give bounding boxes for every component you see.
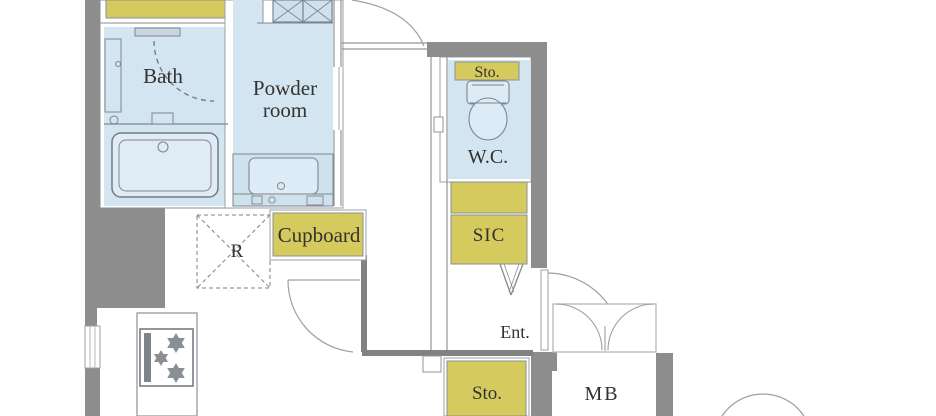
bathtub-faucet <box>157 141 169 153</box>
bath-control-knob <box>115 61 121 67</box>
round-column <box>721 393 805 416</box>
sic-folding-door <box>499 263 524 296</box>
vanity-faucet <box>277 182 285 190</box>
burner-mid-b <box>154 354 168 366</box>
hallway-door-arc <box>351 0 425 47</box>
powder-room-fixtures <box>232 0 334 207</box>
meter-box-label: MB <box>584 383 619 405</box>
sic-fill <box>450 214 528 265</box>
wall-left-block <box>85 208 165 308</box>
washer-left-diag-b <box>272 0 304 23</box>
wall-left-lower <box>85 368 100 416</box>
sic-door-leaf-left-inner <box>503 263 515 293</box>
wc-storage-label: Sto. <box>474 64 499 81</box>
wall-mb-right-pillar <box>656 353 673 416</box>
vanity-item-left <box>251 195 263 205</box>
bath-label: Bath <box>143 64 183 88</box>
powder-room-label-line1: Powder <box>253 76 317 100</box>
meter-box-door-left-arc <box>555 303 603 351</box>
entrance-door-leaf <box>540 269 549 351</box>
wall-bottom-column <box>531 352 552 416</box>
kitchen <box>136 312 198 416</box>
bath-step <box>151 112 174 125</box>
cabinets <box>269 181 530 416</box>
toilet-bowl <box>468 97 508 141</box>
burner-bottom-b <box>167 368 185 383</box>
vanity-item-right <box>306 195 324 206</box>
wall-right-vertical <box>531 42 547 268</box>
stove-burners <box>154 333 185 383</box>
meter-box <box>552 303 657 353</box>
entrance-storage-label: Sto. <box>472 383 502 404</box>
burner-top-b <box>167 338 185 353</box>
labels: Bath Powder room Sto. W.C. SIC Cupboard … <box>143 64 619 405</box>
refrigerator-outline <box>196 214 271 289</box>
wall-left-mid <box>85 308 97 326</box>
washer-wall-stub <box>262 0 274 24</box>
door-stop-notch <box>422 355 442 373</box>
wc-door-frame <box>433 116 444 133</box>
structural-walls <box>85 0 673 416</box>
wc-fixtures <box>454 61 520 141</box>
closet-fill <box>105 0 237 19</box>
refrigerator-diag-b <box>196 214 271 289</box>
stove-handle <box>144 333 151 382</box>
wall-kitchen-partition <box>361 255 367 352</box>
wc-storage-shelf <box>454 61 520 81</box>
bath-drain <box>109 115 119 125</box>
meter-box-door-right-arc <box>607 303 655 351</box>
bath-control-panel <box>104 38 122 113</box>
wall-entrance-bottom <box>362 350 533 356</box>
sic-door-leaf-right-inner <box>508 263 520 293</box>
window-left-wall <box>84 325 101 369</box>
refrigerator-label: R <box>231 241 244 262</box>
bath-fixtures <box>104 27 228 198</box>
powder-room-label-line2: room <box>263 98 307 122</box>
thin-walls <box>333 0 448 352</box>
hall-cabinet-fill <box>450 181 528 214</box>
kitchen-door-arc <box>287 279 354 353</box>
bathtub <box>111 132 219 198</box>
cupboard-label: Cupboard <box>278 223 361 247</box>
bathtub-inner <box>118 139 212 192</box>
entry-storage-fill <box>446 360 527 416</box>
wc-label: W.C. <box>468 146 508 168</box>
refrigerator-space <box>196 214 271 289</box>
doors <box>287 0 623 353</box>
wall-top-horizontal <box>427 42 547 57</box>
bath-niche <box>134 27 181 37</box>
bath-door-arc <box>153 40 215 102</box>
vanity-item-mid <box>268 196 276 204</box>
sic-label: SIC <box>473 225 506 246</box>
washer-right-diag-b <box>302 0 333 23</box>
sic-door-leaf-left <box>499 263 512 296</box>
entrance-label: Ent. <box>500 322 530 342</box>
wall-left-upper <box>85 0 100 208</box>
cupboard-fill <box>272 212 364 257</box>
